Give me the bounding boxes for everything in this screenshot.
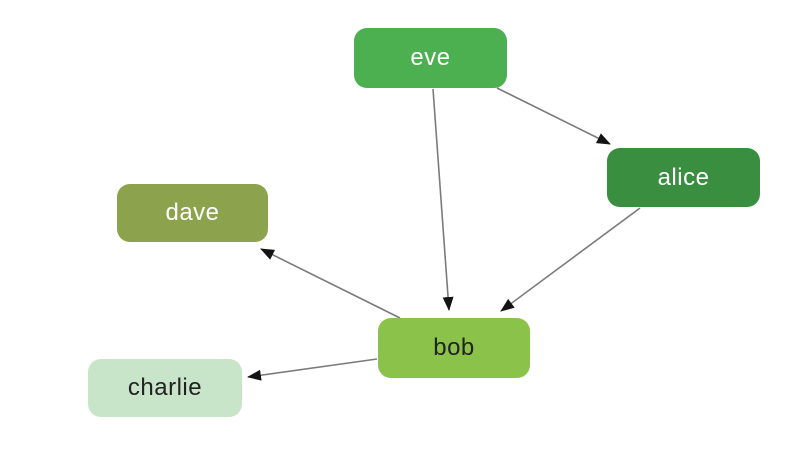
node-dave[interactable]: dave xyxy=(117,184,268,242)
edge-bob-charlie xyxy=(247,358,378,381)
edge-eve-bob xyxy=(432,88,454,311)
node-label: bob xyxy=(433,334,475,361)
edge-bob-dave xyxy=(260,248,401,319)
edge-eve-alice xyxy=(496,87,611,145)
node-label: alice xyxy=(657,163,710,191)
node-eve[interactable]: eve xyxy=(354,28,507,88)
node-label: dave xyxy=(165,199,220,226)
node-label: eve xyxy=(410,44,451,71)
node-bob[interactable]: bob xyxy=(378,318,530,378)
node-alice[interactable]: alice xyxy=(607,148,760,207)
edge-alice-bob xyxy=(500,207,641,312)
node-charlie[interactable]: charlie xyxy=(88,359,242,417)
node-label: charlie xyxy=(127,374,203,401)
